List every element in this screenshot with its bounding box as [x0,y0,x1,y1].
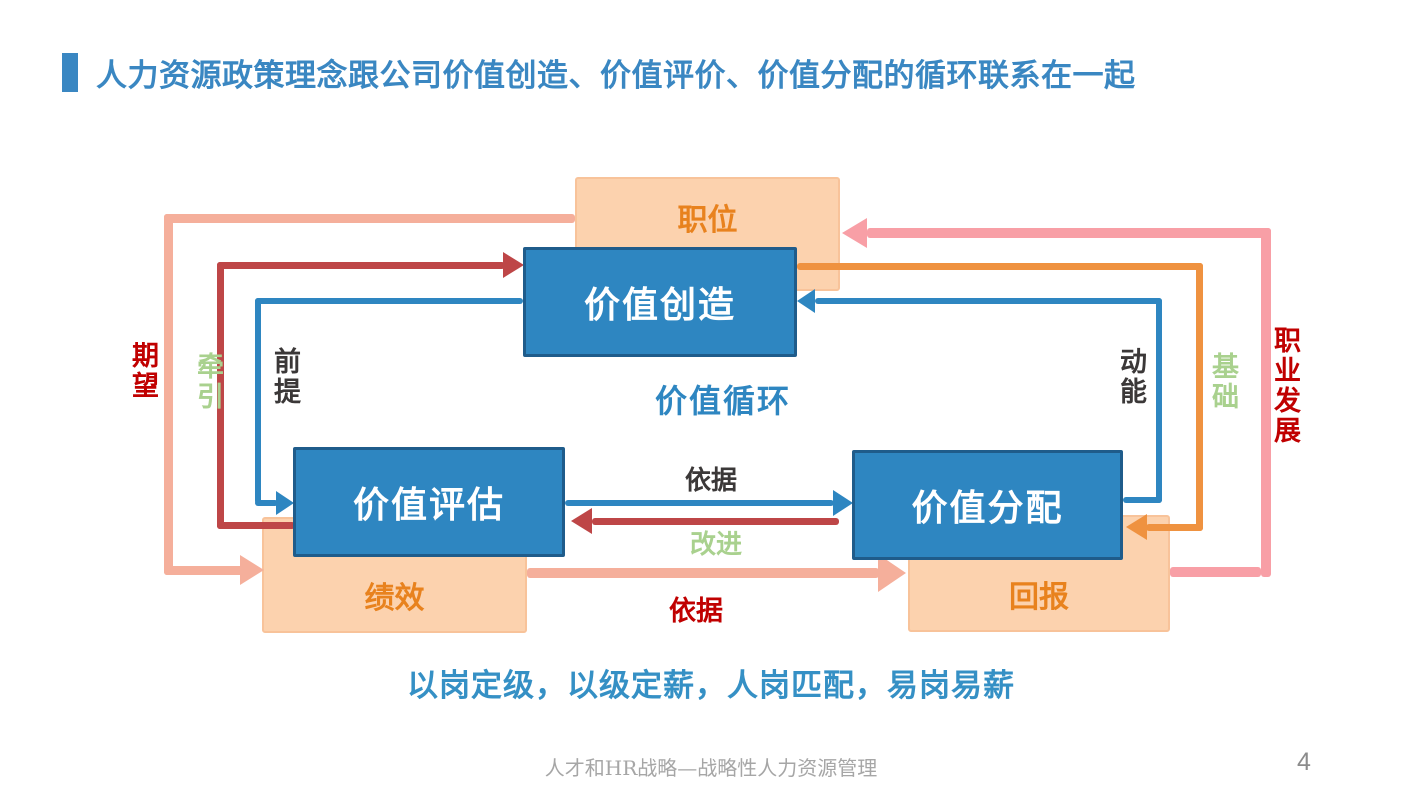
box-position-label: 职位 [677,204,738,237]
box-value-evaluation-label: 价值评估 [352,484,505,525]
foundation-line-vertical [1196,263,1203,531]
label-basis-bottom: 依据 [669,596,723,626]
label-expectation: 期望 [128,341,158,401]
label-value-cycle: 价值循环 [654,383,791,419]
expectation-line-top [164,214,575,223]
drive-line-vertical [217,262,224,529]
box-value-distribution: 价值分配 [852,450,1123,560]
premise-line-vertical [255,298,261,504]
career-arrowhead-icon [842,218,867,248]
improve-arrowhead-icon [571,508,592,534]
foundation-arrowhead-icon [1126,514,1147,540]
label-career-development: 职业发展 [1270,326,1300,446]
box-value-evaluation: 价值评估 [293,447,565,557]
premise-line-top [255,298,523,304]
momentum-arrowhead-icon [797,289,815,313]
box-value-creation-label: 价值创造 [583,284,736,325]
drive-arrowhead-icon [503,252,524,278]
basis-mid-arrowhead-icon [833,490,853,516]
momentum-line-bottom [1123,497,1162,503]
page-number: 4 [1297,748,1311,776]
basis-bottom-line [527,568,879,578]
label-drive: 牵引 [193,352,223,412]
box-value-creation: 价值创造 [523,247,797,357]
basis-mid-line [565,500,834,506]
foundation-line-bottom [1146,524,1203,531]
basis-bottom-arrowhead-icon [878,554,906,592]
footer-text: 人才和HR战略—战略性人力资源管理 [544,756,878,780]
expectation-line-vertical [164,214,173,575]
foundation-line-top [797,263,1203,270]
momentum-line-vertical [1156,298,1162,503]
career-line-top [867,228,1271,238]
premise-arrowhead-icon [276,491,294,515]
expectation-line-bottom [164,566,244,575]
label-foundation: 基础 [1208,352,1238,412]
title-accent-bar [62,53,78,92]
box-reward-label: 回报 [1009,581,1069,614]
label-improve: 改进 [689,529,742,559]
box-value-distribution-label: 价值分配 [911,487,1064,528]
improve-line [592,518,839,525]
drive-line-top [217,262,505,269]
drive-line-bottom [217,522,295,529]
slogan-text: 以岗定级，以级定薪，人岗匹配，易岗易薪 [407,668,1015,703]
slide-title: 人力资源政策理念跟公司价值创造、价值评价、价值分配的循环联系在一起 [96,58,1136,93]
label-basis-mid: 依据 [684,465,737,495]
career-line-vertical [1261,228,1271,577]
momentum-line-top [815,298,1162,304]
career-line-bottom [1170,567,1261,577]
label-momentum: 动能 [1116,347,1146,407]
expectation-arrowhead-icon [240,555,264,585]
label-premise: 前提 [270,347,300,407]
box-performance-label: 绩效 [364,582,425,615]
premise-line-bottom [255,500,278,506]
